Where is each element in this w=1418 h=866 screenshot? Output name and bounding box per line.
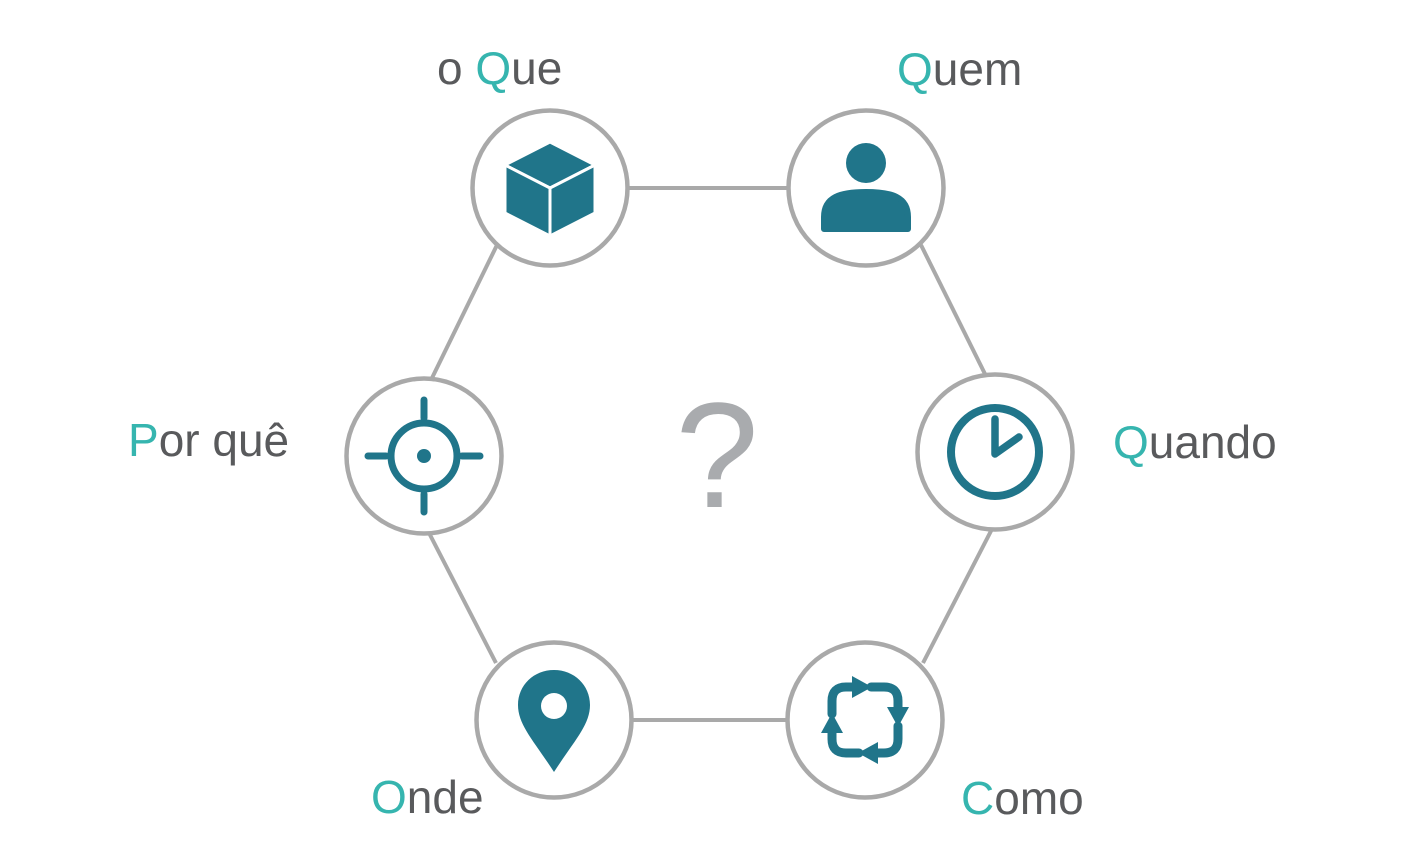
label-quem: Quem [897,46,1022,92]
label-accent-letter: Q [475,42,512,94]
connector-top-left [430,244,499,379]
label-rest: omo [994,772,1084,824]
location-pin-icon [518,670,590,772]
node-ring-who [786,108,946,268]
label-onde: Onde [371,774,484,820]
label-rest: or quê [158,414,290,466]
label-rest: ue [511,42,563,94]
label-accent-letter: P [128,414,159,466]
node-ring-how [785,640,945,800]
connector-bottom-right [921,528,994,664]
process-arrows-icon [821,676,909,764]
connector-bottom-left [425,528,498,664]
hexagon-connectors [425,186,994,722]
label-pre: o [437,42,476,94]
label-rest: nde [406,771,484,823]
label-rest: uando [1148,416,1277,468]
label-quando: Quando [1113,419,1277,465]
label-o-que: o Que [437,45,562,91]
label-accent-letter: Q [897,43,933,95]
label-por-que: Por quê [128,417,289,463]
center-question-mark: ? [675,371,758,539]
label-accent-letter: O [371,771,407,823]
label-accent-letter: C [961,772,995,824]
cube-icon [501,140,599,239]
connector-top-right [919,244,989,379]
target-icon [364,396,484,516]
person-icon [821,143,911,232]
label-accent-letter: Q [1113,416,1149,468]
clock-icon [947,404,1043,500]
label-rest: uem [932,43,1023,95]
label-como: Como [961,775,1084,821]
